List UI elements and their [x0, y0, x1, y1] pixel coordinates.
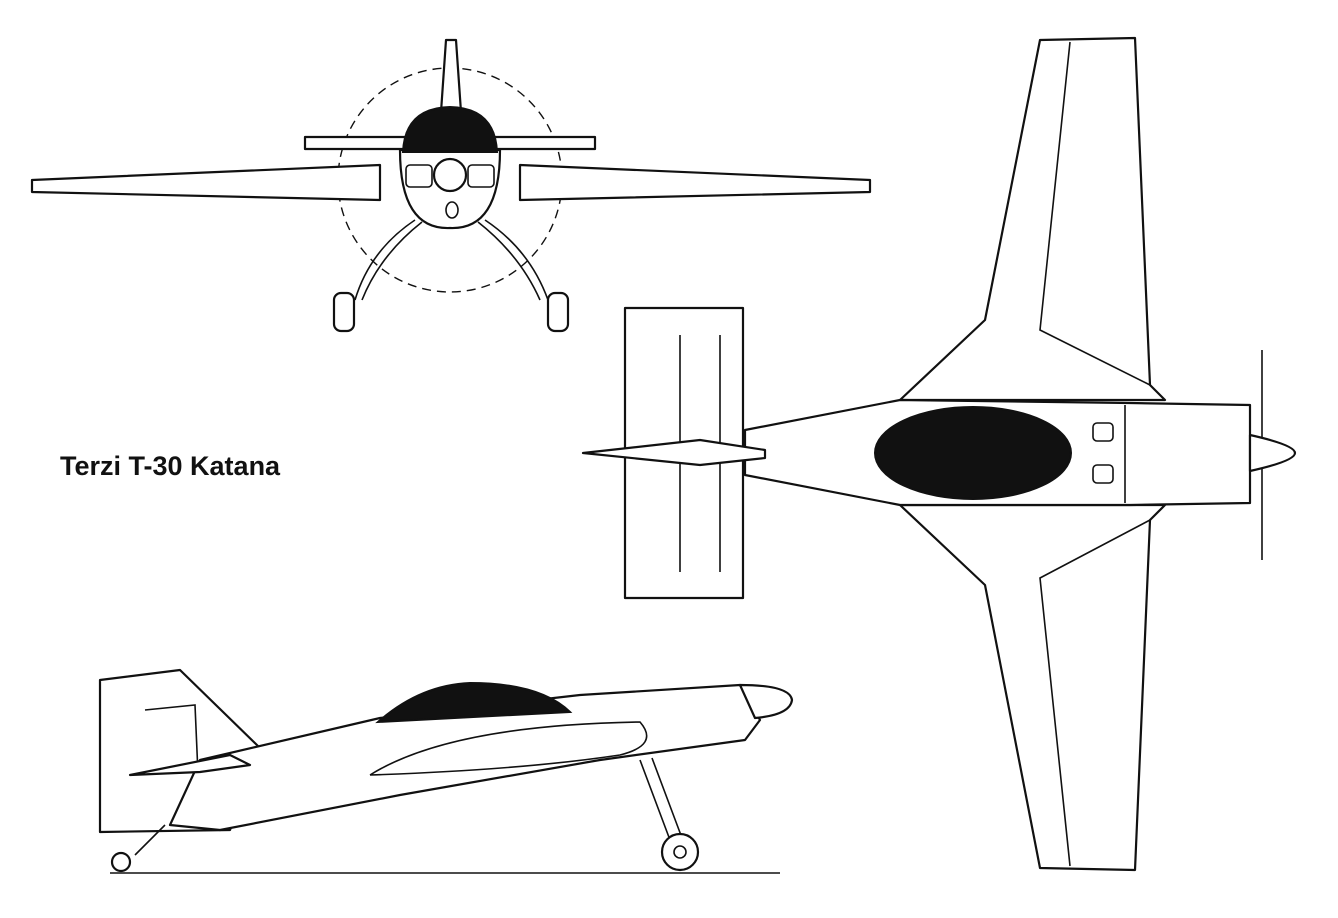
tail-wheel — [110, 851, 132, 873]
spinner — [432, 157, 468, 193]
right-gear-leg — [477, 219, 549, 301]
side-view — [98, 668, 794, 874]
fin — [581, 438, 767, 467]
right-wing — [518, 163, 872, 202]
front-view — [30, 38, 872, 333]
canopy — [401, 105, 499, 153]
horizontal-tail — [128, 753, 252, 777]
main-wheel — [660, 832, 700, 872]
spinner — [1248, 433, 1297, 473]
main-gear-leg — [639, 757, 683, 841]
fin — [439, 38, 463, 114]
left-gear-leg — [354, 219, 423, 301]
left-wheel — [332, 291, 356, 333]
top-view — [581, 36, 1297, 872]
drawing-title: Terzi T-30 Katana — [60, 451, 281, 481]
canopy — [874, 406, 1072, 500]
left-wing — [30, 163, 382, 202]
canopy — [375, 681, 573, 724]
spinner — [738, 683, 794, 720]
lower-wing — [898, 503, 1167, 872]
upper-wing — [898, 36, 1167, 402]
right-wheel — [546, 291, 570, 333]
